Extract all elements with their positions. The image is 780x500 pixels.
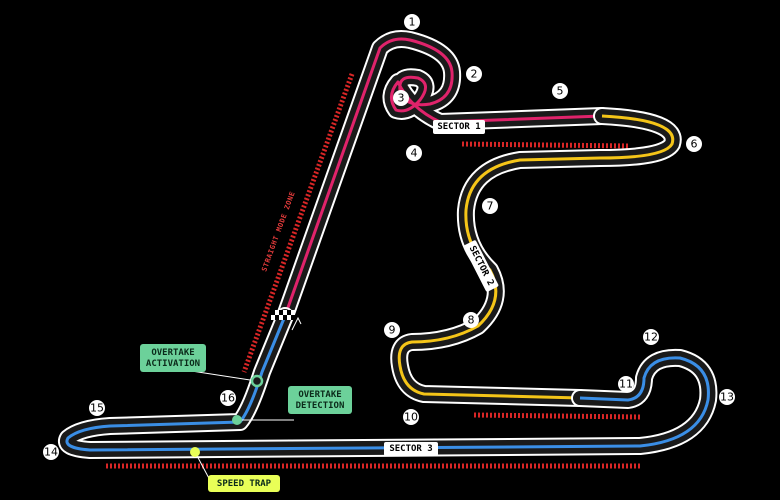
corner-5-marker: 5: [552, 83, 568, 99]
svg-text:4: 4: [411, 147, 418, 160]
activation-line1: OVERTAKE: [151, 348, 194, 358]
overtake-activation-box: OVERTAKE ACTIVATION: [140, 344, 206, 372]
kerb-sector3-upper: [473, 412, 641, 420]
kerbs: [106, 73, 641, 469]
sector1-line: [283, 37, 603, 317]
detection-point-marker: [232, 415, 242, 425]
sector3-line: [65, 315, 710, 452]
sector3-label: SECTOR 3: [384, 442, 438, 456]
kerb-back-straight: [461, 141, 631, 149]
speed-trap-box: SPEED TRAP: [208, 475, 280, 492]
svg-text:9: 9: [389, 324, 396, 337]
corner-14-marker: 14: [43, 444, 59, 460]
svg-text:14: 14: [44, 446, 58, 459]
svg-text:2: 2: [471, 68, 478, 81]
svg-text:13: 13: [720, 391, 734, 404]
sector2-line: [397, 114, 675, 400]
svg-text:5: 5: [557, 85, 564, 98]
corner-13-marker: 13: [719, 389, 735, 405]
corner-12-marker: 12: [643, 329, 659, 345]
svg-text:7: 7: [487, 200, 494, 213]
svg-text:SECTOR 1: SECTOR 1: [437, 122, 480, 132]
corner-2-marker: 2: [466, 66, 482, 82]
speed-trap-marker: [190, 447, 200, 457]
svg-text:1: 1: [409, 16, 416, 29]
corner-7-marker: 7: [482, 198, 498, 214]
corner-16-marker: 16: [220, 390, 236, 406]
corner-10-marker: 10: [403, 409, 419, 425]
svg-text:SECTOR 3: SECTOR 3: [389, 444, 432, 454]
svg-text:8: 8: [468, 314, 475, 327]
track: [58, 30, 718, 459]
start-finish-line: [271, 310, 295, 320]
kerb-main-straight: [241, 73, 355, 373]
corner-15-marker: 15: [89, 400, 105, 416]
corner-4-marker: 4: [406, 145, 422, 161]
corner-9-marker: 9: [384, 322, 400, 338]
direction-arrow-icon: [291, 316, 302, 331]
drs-zone-label: STRAIGHT MODE ZONE: [260, 190, 297, 272]
svg-text:15: 15: [90, 402, 104, 415]
corner-8-marker: 8: [463, 312, 479, 328]
corner-3-marker: 3: [393, 90, 409, 106]
overtake-detection-box: OVERTAKE DETECTION: [288, 386, 352, 414]
corner-6-marker: 6: [686, 136, 702, 152]
corner-1-marker: 1: [404, 14, 420, 30]
corner-markers: 1 2 3 4 5 6 7 8 9 10 11 12 13 14 15 16: [43, 14, 735, 460]
activation-line2: ACTIVATION: [146, 359, 200, 369]
svg-text:3: 3: [398, 92, 405, 105]
activation-point-marker: [250, 374, 264, 388]
detection-line2: DETECTION: [296, 401, 345, 411]
svg-text:11: 11: [619, 378, 633, 391]
speed-trap-label: SPEED TRAP: [217, 479, 272, 489]
detection-line1: OVERTAKE: [298, 390, 341, 400]
corner-11-marker: 11: [618, 376, 634, 392]
svg-text:16: 16: [221, 392, 235, 405]
svg-text:12: 12: [644, 331, 658, 344]
svg-text:6: 6: [691, 138, 698, 151]
sector1-label: SECTOR 1: [433, 120, 485, 134]
svg-text:10: 10: [404, 411, 418, 424]
